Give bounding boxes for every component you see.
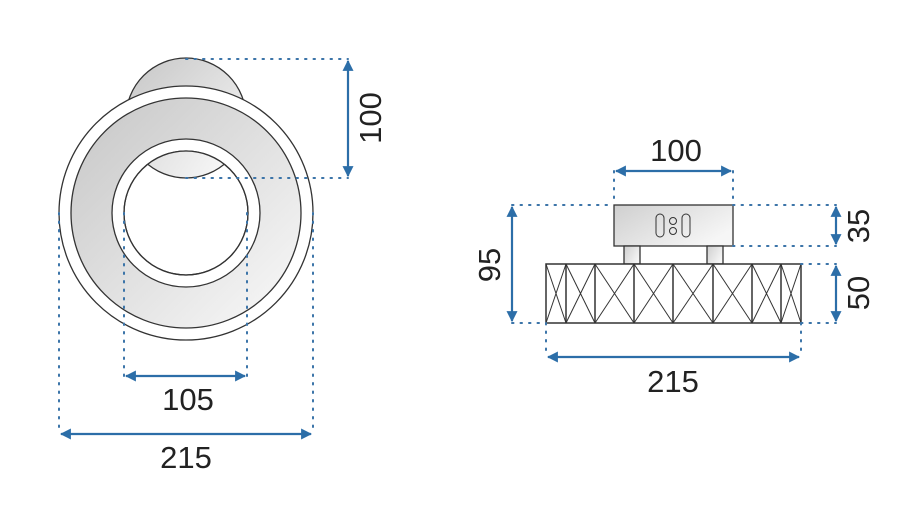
crystal-facet [712, 263, 753, 324]
crystal-facet [594, 263, 635, 324]
outer-width-label: 215 [160, 440, 212, 475]
height-label: 100 [353, 92, 388, 144]
inner-width-label: 105 [162, 382, 214, 417]
base-logo [655, 213, 691, 238]
crystal-facet [672, 263, 714, 324]
front-view: 100 105 215 [58, 57, 388, 475]
total-height-label: 95 [472, 248, 507, 282]
crystal-height-label: 50 [841, 276, 876, 310]
crystal-band [545, 263, 802, 324]
crystal-facet [751, 263, 782, 324]
crystal-width-label: 215 [647, 364, 699, 399]
base-width-label: 100 [650, 133, 702, 168]
crystal-facet [780, 263, 802, 324]
crystal-facet [633, 263, 674, 324]
canopy-base [613, 204, 734, 247]
crystal-facet [545, 263, 567, 324]
base-height-label: 35 [841, 209, 876, 243]
leg-left [623, 245, 641, 265]
side-view: 100 95 35 50 215 [472, 133, 876, 399]
crystal-facet [565, 263, 596, 324]
leg-right [706, 245, 724, 265]
